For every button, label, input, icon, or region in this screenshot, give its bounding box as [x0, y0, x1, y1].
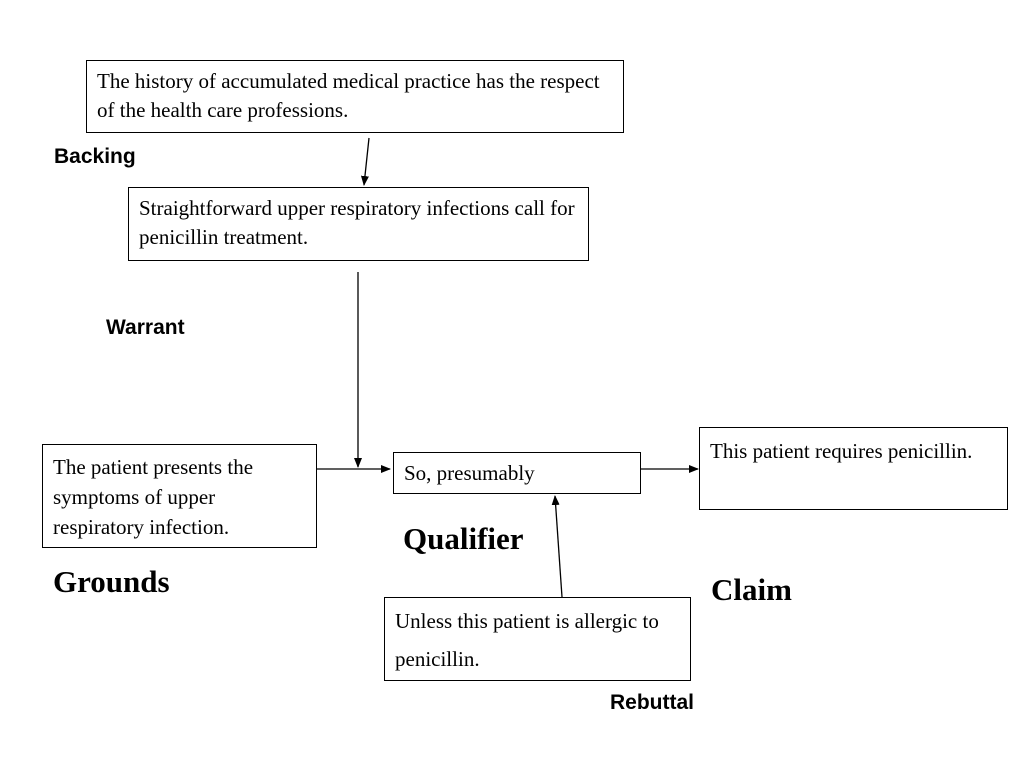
qualifier-box: So, presumably [393, 452, 641, 494]
backing-to-warrant-arrow [360, 137, 370, 186]
claim-label: Claim [711, 572, 792, 607]
rebuttal-box: Unless this patient is allergic to penic… [384, 597, 691, 681]
backing-label: Backing [54, 145, 136, 168]
qualifier-label: Qualifier [403, 521, 524, 556]
backing-box: The history of accumulated medical pract… [86, 60, 624, 133]
grounds-label: Grounds [53, 564, 170, 599]
rebuttal-label: Rebuttal [610, 691, 694, 714]
warrant-box: Straightforward upper respiratory infect… [128, 187, 589, 261]
warrant-label: Warrant [106, 316, 185, 339]
rebuttal-to-qualifier-arrow [551, 495, 563, 598]
grounds-box: The patient presents the symptoms of upp… [42, 444, 317, 548]
claim-box: This patient requires penicillin. [699, 427, 1008, 510]
